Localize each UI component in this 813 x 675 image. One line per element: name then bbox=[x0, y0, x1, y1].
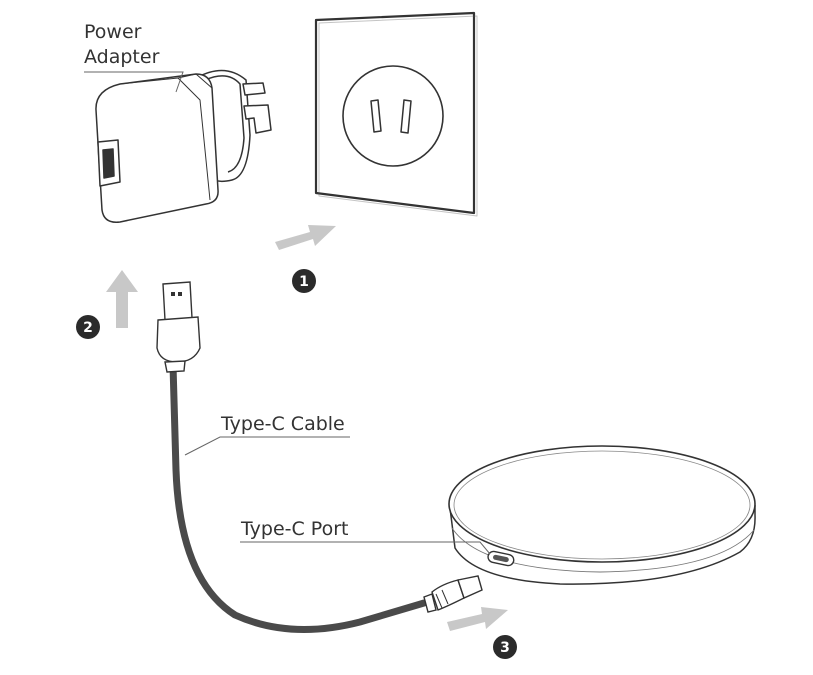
step-number-3: 3 bbox=[500, 640, 510, 656]
step-badge-3: 3 bbox=[493, 635, 517, 659]
type-c-cable bbox=[156, 281, 483, 634]
power-adapter-label-line1: Power bbox=[84, 21, 142, 43]
usb-c-connector bbox=[423, 575, 483, 613]
step-badge-1: 1 bbox=[292, 269, 316, 293]
power-adapter bbox=[95, 69, 272, 223]
step-badge-2: 2 bbox=[76, 315, 100, 339]
leader-lines bbox=[84, 71, 491, 555]
insert-arrow-1 bbox=[275, 225, 336, 250]
type-c-cable-label: Type-C Cable bbox=[220, 413, 345, 435]
type-c-port bbox=[487, 550, 515, 567]
power-adapter-label-line2: Adapter bbox=[84, 46, 160, 68]
usb-a-connector bbox=[156, 281, 201, 373]
type-c-port-label: Type-C Port bbox=[240, 518, 348, 540]
insert-arrow-3 bbox=[447, 607, 508, 631]
wall-socket bbox=[314, 11, 478, 217]
step-number-1: 1 bbox=[299, 274, 309, 290]
charging-pad bbox=[448, 445, 756, 585]
adapter-leader-line bbox=[84, 71, 184, 93]
port-leader-line bbox=[240, 541, 491, 555]
cable-leader-line bbox=[184, 436, 350, 456]
step-number-2: 2 bbox=[83, 320, 93, 336]
insert-arrow-2 bbox=[106, 270, 138, 328]
